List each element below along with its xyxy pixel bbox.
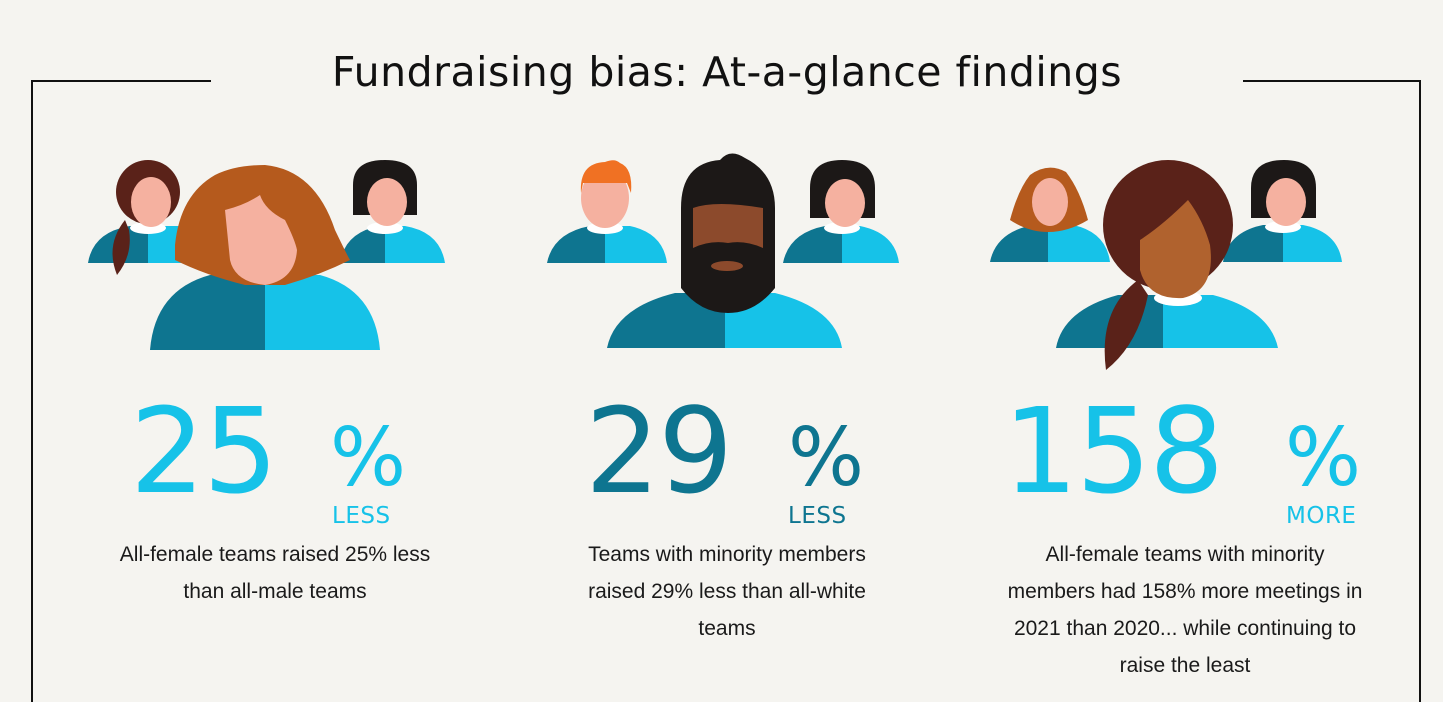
minority-women-team-icon (990, 160, 1342, 370)
frame-top-left-line (31, 80, 211, 82)
stat-value: 25 (130, 382, 278, 520)
stat-description: All-female teams raised 25% less than al… (119, 543, 431, 603)
stat-qualifier: LESS (332, 503, 391, 529)
stat-description: Teams with minority members raised 29% l… (588, 543, 866, 640)
bearded-man-icon (607, 153, 842, 348)
diverse-team-icon (547, 153, 899, 348)
woman-auburn-hair-icon (990, 167, 1110, 262)
stat-value: 158 (1003, 382, 1224, 520)
page-title: Fundraising bias: At-a-glance findings (331, 48, 1123, 96)
stat-unit: % (330, 411, 407, 504)
stat-unit: % (1285, 411, 1362, 504)
frame-top-right-line (1243, 80, 1421, 82)
woman-black-hair-icon (340, 160, 445, 263)
stat-description: All-female teams with minority members h… (1007, 543, 1363, 677)
stat-qualifier: MORE (1286, 503, 1357, 529)
frame-right-line (1419, 80, 1421, 702)
woman-black-hair-icon (783, 160, 899, 263)
stat-value: 29 (585, 382, 733, 520)
woman-black-hair-icon (1223, 160, 1342, 262)
woman-auburn-hair-icon (150, 165, 380, 350)
man-orange-hair-icon (547, 160, 667, 263)
three-women-icon (88, 160, 445, 350)
stat-qualifier: LESS (788, 503, 847, 529)
stat-unit: % (788, 411, 865, 504)
woman-ponytail-brown-icon (1056, 160, 1278, 370)
frame-left-line (31, 80, 33, 702)
